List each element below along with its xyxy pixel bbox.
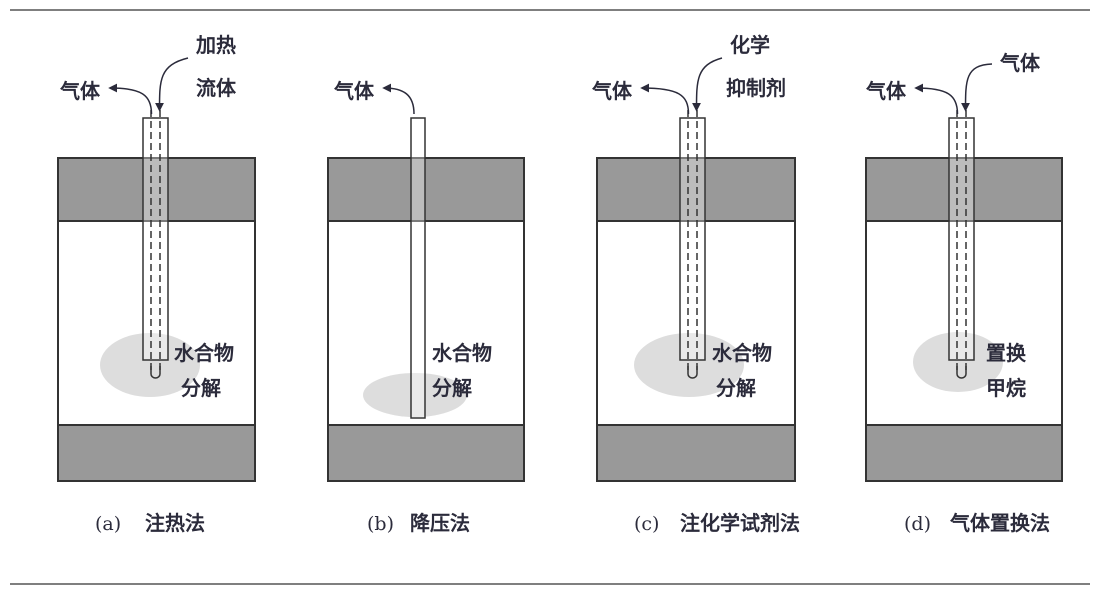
caption-title: 气体置换法 [949, 511, 1050, 535]
zone-label-line2: 甲烷 [986, 376, 1026, 400]
caption-title: 降压法 [410, 511, 470, 535]
base-rock-layer [596, 424, 796, 482]
decomposition-zone [913, 332, 1003, 392]
base-rock-layer [327, 424, 525, 482]
well-pipe [410, 117, 426, 419]
gas-label: 气体 [333, 79, 375, 103]
zone-label: 置换 [986, 341, 1027, 365]
gas-outlet-arrow [382, 83, 415, 115]
well-pipe [948, 117, 975, 361]
injection-label-line2: 抑制剂 [726, 76, 786, 100]
base-rock-layer [865, 424, 1063, 482]
injection-arrow [155, 57, 189, 112]
zone-label: 水合物 [712, 341, 772, 365]
caption-title: 注化学试剂法 [680, 511, 800, 535]
injection-label: 气体 [999, 51, 1041, 75]
well-pipe [679, 117, 706, 361]
injection-arrow [692, 57, 723, 112]
injection-arrow [961, 63, 993, 112]
zone-label-line2: 分解 [432, 376, 472, 400]
zone-label-line2: 分解 [181, 376, 221, 400]
cap-rock-layer [865, 157, 1063, 222]
injection-label: 加热 [195, 33, 236, 57]
cap-rock-layer [327, 157, 525, 222]
zone-label: 水合物 [174, 341, 234, 365]
injection-label: 化学 [730, 33, 770, 57]
injection-label-line2: 流体 [196, 76, 237, 100]
zone-label: 水合物 [432, 341, 492, 365]
caption-letter: (d) [904, 513, 931, 535]
well-pipe [142, 117, 169, 361]
gas-outlet-arrow [640, 83, 690, 115]
caption-letter: (b) [367, 513, 394, 535]
gas-label: 气体 [591, 79, 633, 103]
gas-label: 气体 [865, 79, 907, 103]
gas-outlet-arrow [914, 83, 959, 115]
cap-rock-layer [596, 157, 796, 222]
gas-outlet-arrow [108, 83, 153, 115]
gas-label: 气体 [59, 79, 101, 103]
pipe-tip [687, 366, 698, 379]
caption-title: 注热法 [145, 511, 205, 535]
decomposition-zone [363, 373, 467, 417]
decomposition-zone [100, 333, 200, 397]
pipe-tip [956, 366, 967, 379]
pipe-tip [150, 366, 161, 379]
caption-letter: (c) [634, 513, 659, 535]
base-rock-layer [57, 424, 256, 482]
zone-label-line2: 分解 [716, 376, 756, 400]
caption-letter: (a) [95, 513, 121, 535]
decomposition-zone [634, 333, 744, 397]
cap-rock-layer [57, 157, 256, 222]
